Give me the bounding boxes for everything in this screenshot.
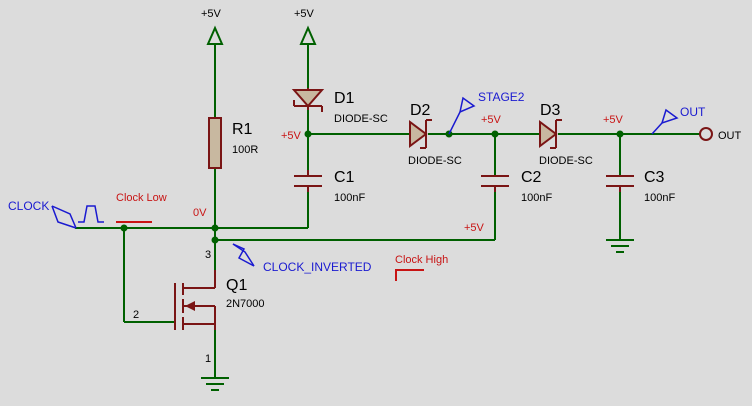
d3-ref: D3 [540,102,561,119]
c1-capacitor [294,170,322,192]
out-terminal-label: OUT [718,130,742,142]
voltage-c2-bottom: +5V [464,222,485,234]
junction-c2 [491,130,499,138]
d3-diode [539,119,562,149]
d1-diode [291,88,325,112]
r1-value: 100R [232,144,258,156]
vcc-label-r1: +5V [201,8,222,20]
d2-value: DIODE-SC [408,155,462,167]
q1-value: 2N7000 [226,298,265,310]
clock-label: CLOCK [8,199,49,213]
q1-mosfet [174,270,216,330]
vcc-label-d1: +5V [294,8,315,20]
ground-symbol-c3 [606,239,634,253]
voltage-d2-out: +5V [481,114,502,126]
q1-ref: Q1 [226,277,247,294]
c2-ref: C2 [521,169,542,186]
stage2-label: STAGE2 [478,90,525,104]
c3-capacitor [606,175,634,192]
junction-gate [120,224,128,232]
clock-low-label: Clock Low [116,192,167,204]
out-probe-icon [651,108,679,135]
voltage-0v: 0V [193,207,207,219]
out-terminal-icon [699,127,713,141]
c3-ref: C3 [644,169,665,186]
stage2-probe-icon [448,96,476,135]
junction-d1 [304,130,312,138]
r1-ref: R1 [232,121,253,138]
clock-high-label: Clock High [395,254,448,266]
voltage-d3-out: +5V [603,114,624,126]
c2-value: 100nF [521,192,552,204]
r1-resistor [208,117,222,169]
voltage-c1: +5V [281,130,302,142]
q1-pin-drain: 3 [205,249,211,261]
d3-value: DIODE-SC [539,155,593,167]
d2-ref: D2 [410,102,431,119]
c2-capacitor [481,175,509,192]
ground-symbol-q1 [201,377,229,391]
junction-r1 [211,224,219,232]
c3-value: 100nF [644,192,675,204]
c1-ref: C1 [334,169,355,186]
c1-value: 100nF [334,192,365,204]
clock-inverted-label: CLOCK_INVERTED [263,260,372,274]
d1-ref: D1 [334,90,355,107]
out-probe-label: OUT [680,105,706,119]
d1-value: DIODE-SC [334,113,388,125]
clock-inverted-probe-icon [232,243,255,267]
junction-c3 [616,130,624,138]
q1-pin-source: 1 [205,353,211,365]
vcc-arrow-d1 [299,25,317,48]
d2-diode [409,119,432,149]
q1-pin-gate: 2 [133,309,139,321]
junction-drain [211,236,219,244]
clock-high-marker [395,269,424,281]
clock-generator-icon [51,205,104,229]
vcc-arrow-r1 [206,25,224,48]
